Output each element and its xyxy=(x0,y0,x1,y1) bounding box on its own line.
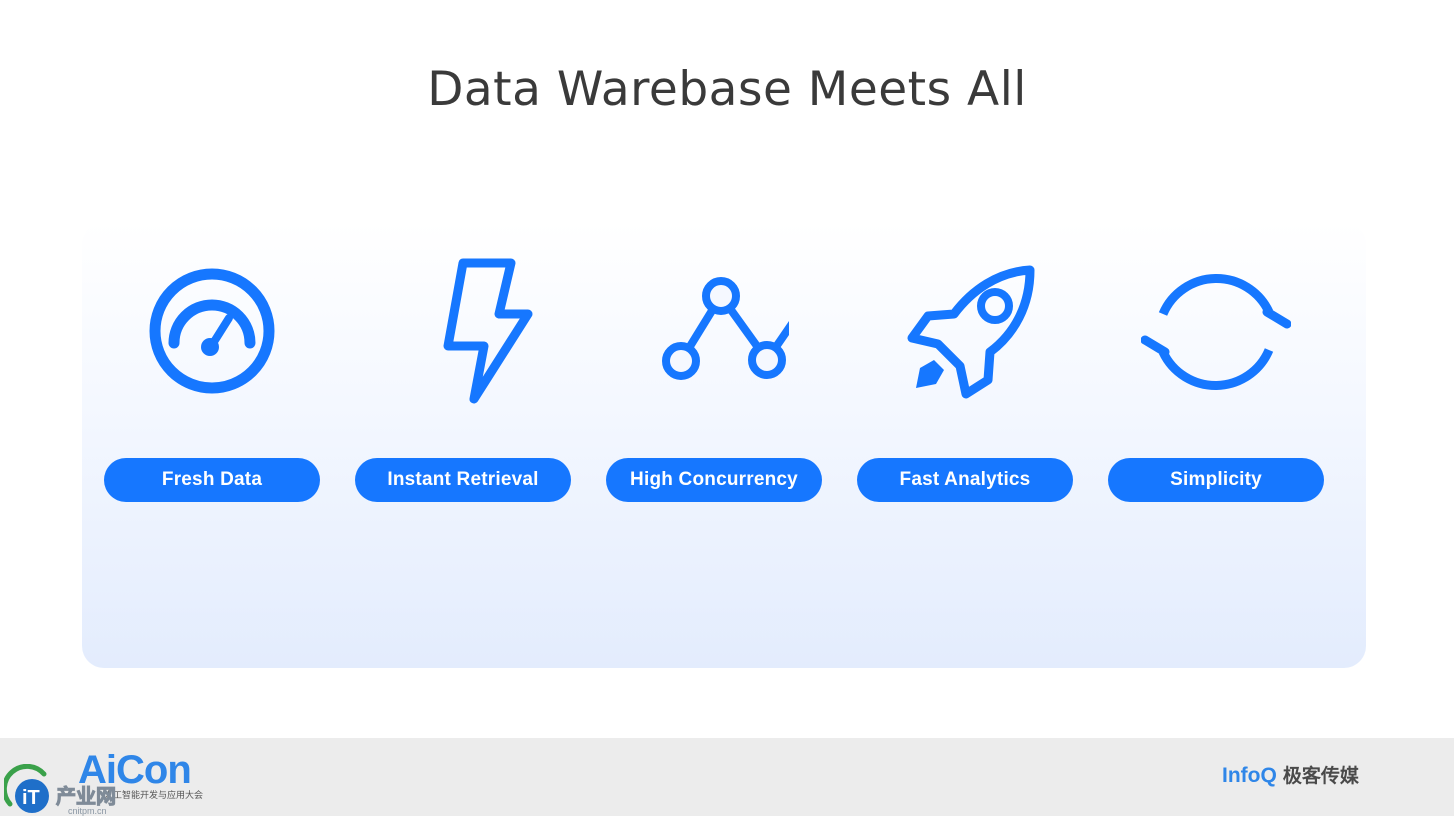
infoq-cn-name: 极客传媒 xyxy=(1282,766,1359,787)
feature-label: Fresh Data xyxy=(104,458,320,502)
slide: Data Warebase Meets All Fresh Data Ins xyxy=(82,62,1366,668)
rocket-icon xyxy=(890,256,1040,406)
feature-label: Instant Retrieval xyxy=(355,458,571,502)
feature-instant-retrieval: Instant Retrieval xyxy=(355,222,571,668)
it-watermark-icon: iT xyxy=(4,764,54,814)
lightning-icon xyxy=(388,256,538,406)
feature-high-concurrency: High Concurrency xyxy=(606,222,822,668)
aicon-logo: AiCon xyxy=(78,748,192,792)
feature-label: High Concurrency xyxy=(606,458,822,502)
feature-label: Fast Analytics xyxy=(857,458,1073,502)
sync-arrows-icon xyxy=(1141,256,1291,406)
slide-title: Data Warebase Meets All xyxy=(427,62,1027,117)
feature-simplicity: Simplicity xyxy=(1108,222,1324,668)
feature-label: Simplicity xyxy=(1108,458,1324,502)
svg-text:iT: iT xyxy=(22,787,40,809)
footer: AiCon 人工智能开发与应用大会 iT 产业网 cnitpm.cn InfoQ… xyxy=(0,738,1454,816)
feature-fast-analytics: Fast Analytics xyxy=(857,222,1073,668)
infoq-brand: InfoQ xyxy=(1222,764,1277,787)
features-panel: Fresh Data Instant Retrieval xyxy=(82,222,1366,668)
network-nodes-icon xyxy=(639,256,789,406)
feature-fresh-data: Fresh Data xyxy=(104,222,320,668)
aicon-tagline: 人工智能开发与应用大会 xyxy=(104,790,204,800)
watermark-url: cnitpm.cn xyxy=(68,806,107,816)
watermark-text: 产业网 xyxy=(56,786,117,809)
speedometer-icon xyxy=(137,256,287,406)
